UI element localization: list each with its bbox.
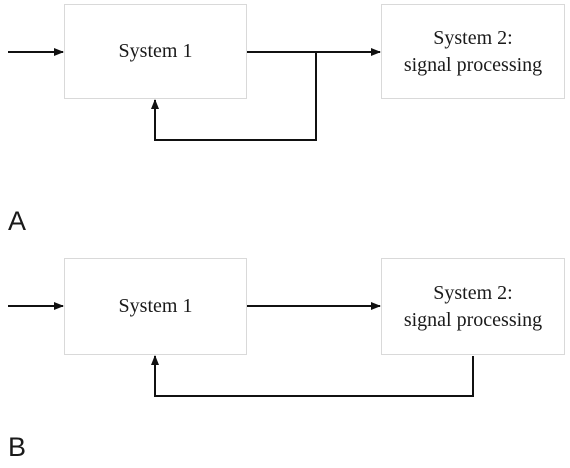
panel-a-system2-box: System 2: signal processing [381,4,565,99]
panel-a-feedback-loop [151,52,317,141]
panel-a-system1-box: System 1 [64,4,247,99]
panel-b-system1-title: System 1 [118,295,193,317]
panel-b-system2-box: System 2: signal processing [381,258,565,355]
panel-a-system2-subtitle: signal processing [403,53,543,76]
panel-b-system2-subtitle: signal processing [403,308,543,331]
panel-a-label: A [8,206,27,236]
panel-b-system1-box: System 1 [64,258,247,355]
panel-a-system1-title: System 1 [118,40,193,62]
panel-b-feedback-loop [151,355,474,397]
panel-b-system2-title: System 2: [433,281,513,304]
panel-b-label: B [8,432,27,462]
panel-a-system2-title: System 2: [433,26,513,49]
